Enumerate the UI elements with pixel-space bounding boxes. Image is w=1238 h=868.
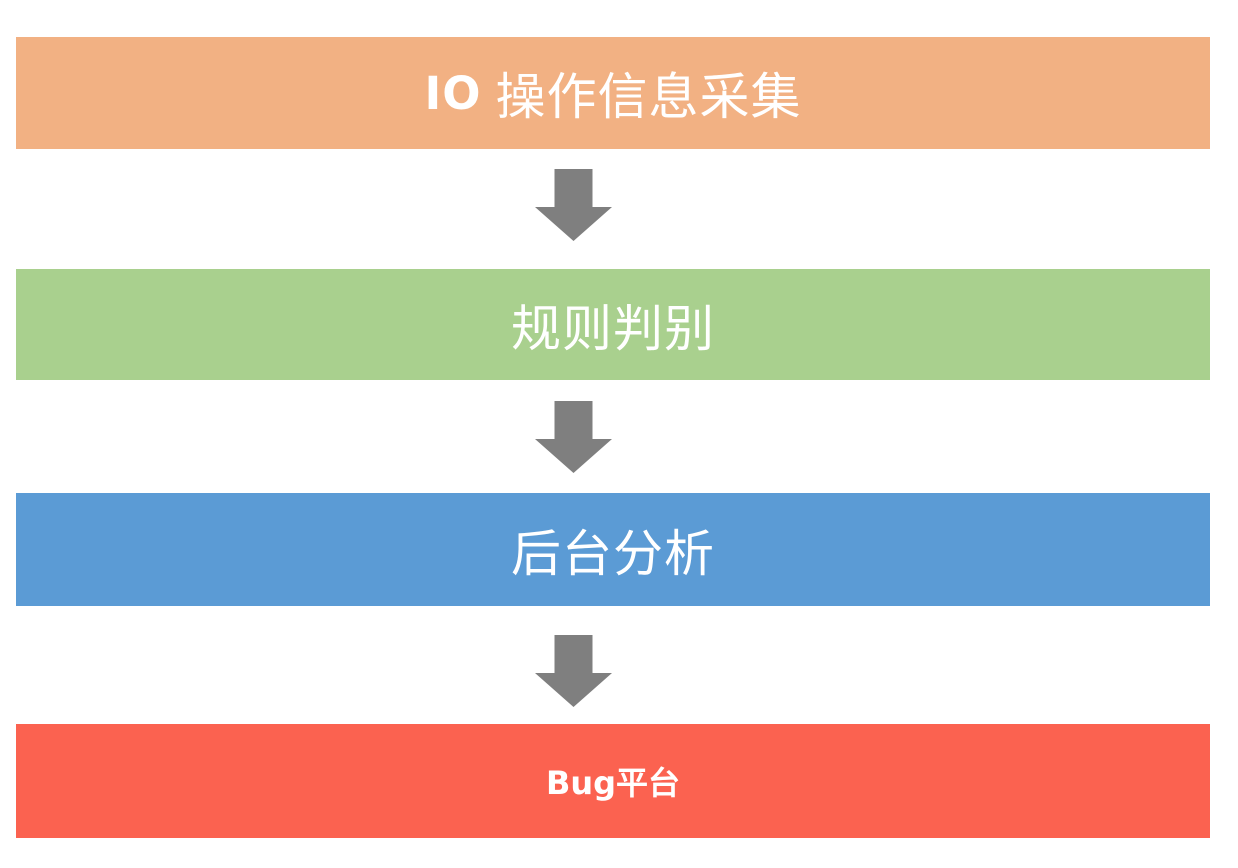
flow-step-rule-check: 规则判别 — [16, 269, 1210, 380]
flow-step-io-collection: IO 操作信息采集 — [16, 37, 1210, 149]
flow-step-backend-analysis: 后台分析 — [16, 493, 1210, 606]
step-io-collection-label: 操作信息采集 — [495, 69, 802, 125]
down-arrow-shape — [535, 169, 612, 241]
step-rule-check-label: 规则判别 — [511, 300, 715, 357]
down-arrow-icon — [535, 635, 612, 707]
down-arrow-icon — [535, 169, 612, 241]
step-bug-platform-label: Bug平台 — [545, 764, 681, 802]
flow-step-bug-platform: Bug平台 — [16, 724, 1210, 838]
down-arrow-icon — [535, 401, 612, 473]
step-backend-analysis-label: 后台分析 — [511, 525, 715, 582]
step-io-collection-prefix: IO — [424, 66, 482, 120]
down-arrow-shape — [535, 635, 612, 707]
down-arrow-shape — [535, 401, 612, 473]
